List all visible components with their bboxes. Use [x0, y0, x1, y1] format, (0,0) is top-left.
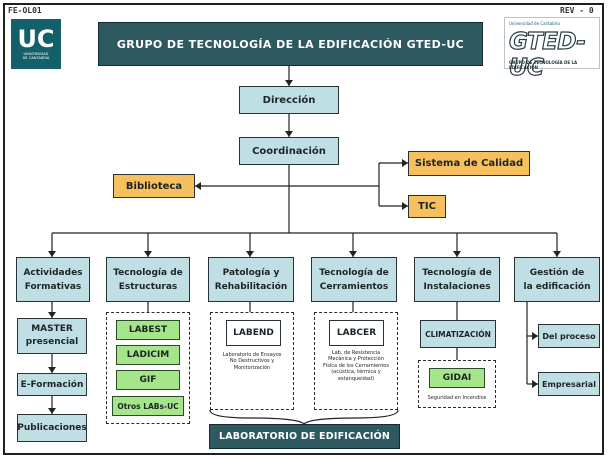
column-line-1: Tecnología de — [319, 267, 389, 278]
gted-logo: Universidad de Cantabria GTED-UC GRUPO D… — [504, 17, 600, 82]
empresarial-box: Empresarial — [538, 372, 600, 396]
labend-note-line-1: Laboratorio de Ensayos — [222, 352, 282, 358]
otros-labs-box: Otros LABs-UC — [112, 396, 184, 416]
column-line-1: Gestión de — [529, 267, 585, 278]
labend-description: Laboratorio de Ensayos No Destructivos y… — [212, 352, 292, 371]
del-proceso-box: Del proceso — [538, 324, 600, 348]
university-logo-caption-1: UNIVERSIDAD — [23, 51, 49, 56]
column-tecnologia-estructuras: Tecnología de Estructuras — [106, 257, 190, 302]
column-line-2: Formativas — [24, 281, 82, 292]
column-line-1: Actividades — [23, 267, 83, 278]
master-line-1: MASTER — [31, 324, 73, 334]
university-logo: UC UNIVERSIDAD DE CANTABRIA — [11, 19, 61, 69]
gted-logo-top-line: Universidad de Cantabria — [509, 21, 560, 26]
patologia-labs-group — [210, 312, 294, 410]
university-logo-caption-2: DE CANTABRIA — [22, 56, 50, 60]
labend-note-line-3: Monitorización — [233, 364, 271, 371]
column-line-1: Tecnología de — [422, 267, 492, 278]
column-actividades-formativas: Actividades Formativas — [16, 257, 90, 302]
labcer-note-line-1: Lab. de Resistencia — [331, 350, 381, 356]
master-presencial-box: MASTER presencial — [17, 318, 87, 354]
labest-box: LABEST — [116, 320, 180, 340]
gted-logo-bottom-line: GRUPO DE TECNOLOGÍA DE LA EDIFICACIÓN — [509, 60, 578, 70]
labend-note-line-2: No Destructivos y — [229, 358, 275, 365]
cerramientos-labs-group — [314, 312, 398, 410]
gif-box: GIF — [116, 370, 180, 390]
gidai-description: Seguridad en Incendios — [427, 395, 487, 401]
document-code: FE-OL01 — [8, 6, 42, 15]
coordinacion-box: Coordinación — [239, 137, 339, 165]
labend-box: LABEND — [226, 320, 281, 346]
column-line-2: Instalaciones — [423, 281, 491, 292]
laboratorio-edificacion-box: LABORATORIO DE EDIFICACIÓN — [209, 424, 400, 449]
column-line-2: la edificación — [523, 281, 591, 292]
revision-code: REV - 0 — [560, 6, 594, 15]
column-line-1: Tecnología de — [113, 267, 183, 278]
column-tecnologia-cerramientos: Tecnología de Cerramientos — [311, 257, 397, 302]
labcer-box: LABCER — [329, 320, 384, 346]
column-tecnologia-instalaciones: Tecnología de Instalaciones — [414, 257, 500, 302]
column-line-2: Estructuras — [118, 281, 178, 292]
column-line-1: Patología y — [222, 267, 280, 278]
labcer-note-line-3: Física de los Cerramientos — [323, 362, 389, 369]
climatizacion-box: CLIMATIZACIÓN — [420, 320, 496, 348]
column-line-2: Cerramientos — [319, 281, 389, 292]
page-frame — [3, 3, 604, 455]
labcer-description: Lab. de Resistencia Mecánica y Protecció… — [316, 350, 396, 382]
ladicim-box: LADICIM — [116, 345, 180, 365]
labcer-note-line-4: (acústica, térmica y — [331, 369, 381, 376]
gidai-box: GIDAI — [429, 368, 485, 388]
gidai-group — [418, 360, 496, 408]
biblioteca-box: Biblioteca — [113, 174, 195, 198]
group-title: GRUPO DE TECNOLOGÍA DE LA EDIFICACIÓN GT… — [98, 22, 483, 66]
labcer-note-line-5: estanqueidad) — [337, 375, 375, 382]
university-logo-mark: UC — [17, 24, 55, 53]
labcer-note-line-2: Mecánica y Protección — [328, 356, 384, 363]
tic-box: TIC — [408, 195, 446, 218]
column-gestion-edificacion: Gestión de la edificación — [514, 257, 600, 302]
eformacion-box: E-Formación — [17, 373, 87, 396]
estructuras-labs-group — [106, 312, 190, 424]
column-line-2: Rehabilitación — [214, 281, 288, 292]
master-line-2: presencial — [25, 337, 79, 347]
sistema-calidad-box: Sistema de Calidad — [408, 151, 530, 176]
publicaciones-box: Publicaciones — [17, 414, 87, 442]
column-patologia-rehabilitacion: Patología y Rehabilitación — [208, 257, 294, 302]
direccion-box: Dirección — [239, 86, 339, 114]
gted-logo-wordmark: GTED-UC — [508, 28, 586, 81]
